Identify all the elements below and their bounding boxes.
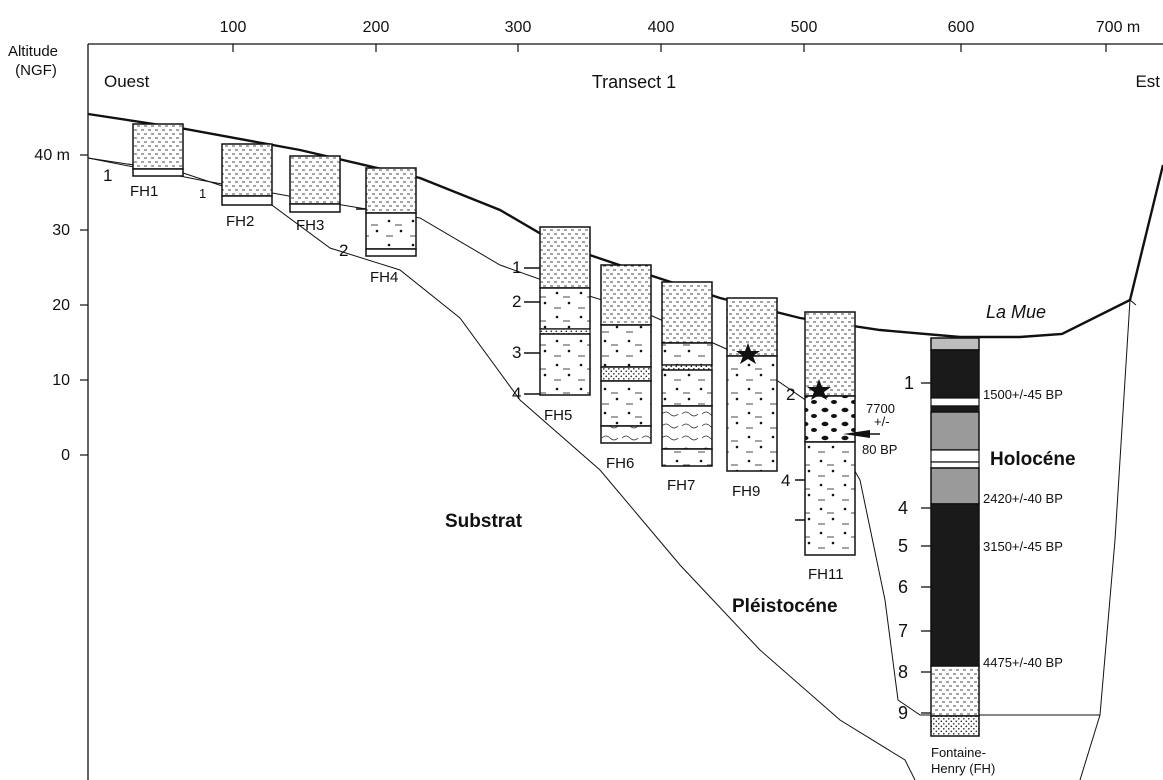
radiocarbon-date: 2420+/-40 BP [983,491,1063,506]
y-tick-label: 20 [52,297,70,314]
transect-title: Transect 1 [592,72,676,92]
reference-column [930,337,980,737]
axis-ticks [80,44,1107,456]
unit-number: 2 [339,241,348,260]
valley-wall-lower [1079,714,1101,780]
core-label: FH6 [606,455,634,472]
reference-unit-label: 7 [898,621,908,641]
star-icon [807,379,831,400]
unit-number: 2 [786,385,795,404]
unit-number: 3 [512,343,521,362]
y-axis-title-line2: (NGF) [15,62,57,79]
star-icon [736,343,760,364]
reference-unit-label: 9 [898,703,908,723]
reference-unit-label: 4 [898,498,908,518]
reference-unit-label: 8 [898,662,908,682]
valley-wall-line [1099,298,1137,716]
core-fh2: FH2 [221,143,273,230]
core-label: FH11 [808,566,844,583]
x-tick-labels: 100 200 300 400 500 600 700 m [220,19,1141,36]
unit-number: 1 [199,186,206,201]
fh11-date: +/- [874,414,890,429]
x-tick-label: 300 [505,19,532,36]
y-tick-labels: 40 m 30 20 10 0 [34,147,70,464]
river-label: La Mue [986,302,1046,322]
pleistocene-label: Pléistocéne [732,596,838,617]
unit-number: 1 [103,166,112,185]
core-label: FH5 [544,407,572,424]
core-fh9: FH9 [726,297,778,500]
core-fh1: FH1 [130,123,184,200]
core-fh3: FH3 [289,155,341,234]
holocene-label: Holocéne [990,449,1076,470]
unit-number: 4 [512,384,521,403]
y-tick-label: 10 [52,372,70,389]
reference-column-ticks [921,382,931,714]
x-tick-label: 700 m [1096,19,1140,36]
core-label: FH7 [667,477,695,494]
y-axis-title-line1: Altitude [8,43,58,60]
west-label: Ouest [104,72,150,91]
core-label: FH4 [370,269,398,286]
core-label: FH3 [296,217,324,234]
reference-caption-line1: Fontaine- [931,745,986,760]
substrat-boundary-line [87,157,916,780]
reference-unit-label: 5 [898,536,908,556]
arrow-icon [843,430,870,438]
reference-unit-label: 1 [904,373,914,393]
unit-number: 1 [512,258,521,277]
unit-number: 2 [512,292,521,311]
core-fh4: FH4 [356,167,417,286]
x-tick-label: 200 [363,19,390,36]
core-label: FH1 [130,183,158,200]
radiocarbon-date: 3150+/-45 BP [983,539,1063,554]
fh11-date: 80 BP [862,442,897,457]
axes-frame [87,43,1163,780]
y-tick-label: 0 [61,447,70,464]
x-tick-label: 500 [791,19,818,36]
core-fh5: FH5 [539,226,591,424]
fh11-date: 7700 [866,401,895,416]
core-label: FH9 [732,483,760,500]
x-tick-label: 400 [648,19,675,36]
radiocarbon-date: 1500+/-45 BP [983,387,1063,402]
fh5-tick-marks [524,267,540,395]
unit-number: 4 [781,471,790,490]
x-tick-label: 600 [948,19,975,36]
y-tick-label: 30 [52,222,70,239]
core-fh11: FH11 [795,311,856,583]
radiocarbon-date: 4475+/-40 BP [983,655,1063,670]
east-label: Est [1135,72,1160,91]
reference-unit-label: 6 [898,577,908,597]
core-fh6: FH6 [600,264,652,472]
y-tick-label: 40 m [34,147,70,164]
x-tick-label: 100 [220,19,247,36]
core-fh7: FH7 [661,281,713,494]
reference-caption-line2: Henry (FH) [931,761,995,776]
substrat-label: Substrat [445,511,523,532]
core-label: FH2 [226,213,254,230]
